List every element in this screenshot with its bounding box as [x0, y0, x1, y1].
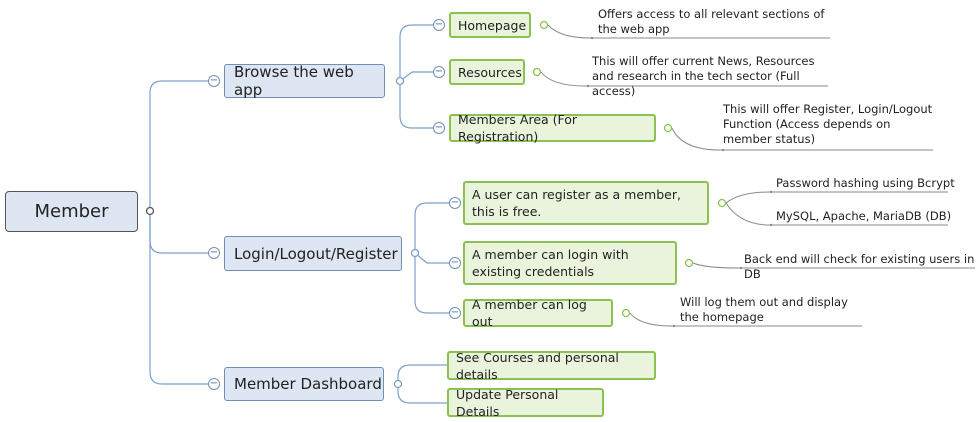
root-node-member[interactable]: Member	[5, 191, 138, 232]
child-node-login-existing[interactable]: A member can login with existing credent…	[463, 241, 677, 285]
note-dot	[721, 148, 725, 152]
branch-node-dashboard[interactable]: Member Dashboard	[224, 367, 384, 401]
note-dot	[590, 36, 594, 40]
edge-login-existing	[414, 252, 449, 264]
root-label: Member	[34, 201, 109, 222]
child-node-resources[interactable]: Resources	[449, 59, 525, 85]
branch-label: Browse the web app	[234, 63, 354, 99]
child-label: A member can log out	[472, 297, 587, 329]
edge-root-login	[149, 211, 208, 254]
child-node-update-details[interactable]: Update Personal Details	[447, 386, 604, 419]
child-label: Update Personal Details	[456, 386, 559, 419]
note-line-homepage	[547, 24, 830, 39]
child-node-courses[interactable]: See Courses and personal details	[447, 349, 656, 382]
note-resources: This will offer current News, Resources …	[592, 54, 815, 98]
branch-node-login[interactable]: Login/Logout/Register	[224, 236, 402, 271]
child-node-logout[interactable]: A member can log out	[463, 297, 613, 329]
collapse-toggle-members-area[interactable]: −	[433, 122, 445, 134]
note-line-members	[671, 127, 933, 151]
branch-connector-dot	[395, 76, 405, 86]
branch-connector-dot	[393, 379, 403, 389]
note-dot	[672, 324, 676, 328]
note-backend: Back end will check for existing users i…	[744, 252, 975, 281]
child-node-members-area[interactable]: Members Area (For Registration)	[449, 112, 656, 144]
note-dot	[586, 84, 590, 88]
note-homepage: Offers access to all relevant sections o…	[598, 7, 825, 36]
note-logout: Will log them out and display the homepa…	[680, 295, 848, 324]
branch-node-browse[interactable]: Browse the web app	[224, 63, 385, 99]
child-node-homepage[interactable]: Homepage	[449, 12, 531, 38]
collapse-toggle-login-existing[interactable]: −	[449, 257, 461, 269]
child-label: Homepage	[458, 17, 527, 33]
note-bcrypt: Password hashing using Bcrypt	[776, 176, 955, 190]
edge-root-dashboard	[149, 211, 208, 385]
child-label: Members Area (For Registration)	[458, 112, 578, 144]
note-line-logout	[629, 312, 862, 327]
note-line-bcrypt	[725, 191, 948, 204]
branch-connector-dot	[410, 248, 420, 258]
note-line-resources	[540, 71, 828, 87]
child-connector-dot	[663, 123, 673, 133]
collapse-toggle-resources[interactable]: −	[433, 66, 445, 78]
note-line-backend	[692, 262, 975, 269]
child-connector-dot	[717, 198, 727, 208]
collapse-toggle-login[interactable]: −	[208, 247, 220, 259]
root-connector-dot	[145, 206, 155, 216]
note-dot	[769, 223, 773, 227]
edge-dashboard-update	[397, 384, 447, 404]
child-connector-dot	[532, 67, 542, 77]
collapse-toggle-browse[interactable]: −	[208, 75, 220, 87]
edge-browse-members	[399, 81, 433, 129]
child-label: A member can login with existing credent…	[472, 247, 629, 279]
collapse-toggle-register[interactable]: −	[449, 197, 461, 209]
child-connector-dot	[621, 308, 631, 318]
collapse-toggle-dashboard[interactable]: −	[208, 378, 220, 390]
collapse-toggle-homepage[interactable]: −	[433, 19, 445, 31]
collapse-toggle-logout[interactable]: −	[449, 307, 461, 319]
edge-browse-resources	[399, 71, 433, 82]
child-node-register[interactable]: A user can register as a member, this is…	[463, 181, 709, 225]
child-connector-dot	[539, 20, 549, 30]
branch-label: Login/Logout/Register	[234, 244, 398, 263]
edge-dashboard-courses	[397, 364, 447, 384]
note-dot	[769, 190, 773, 194]
note-dot	[739, 266, 743, 270]
edge-login-logout	[414, 253, 449, 314]
child-label: See Courses and personal details	[456, 349, 619, 382]
branch-label: Member Dashboard	[234, 375, 382, 393]
child-label: A user can register as a member, this is…	[472, 187, 681, 219]
child-connector-dot	[684, 258, 694, 268]
child-label: Resources	[458, 64, 522, 80]
edge-login-register	[414, 202, 449, 253]
note-mysql: MySQL, Apache, MariaDB (DB)	[776, 209, 952, 223]
edge-browse-homepage	[399, 24, 433, 81]
edge-root-browse	[149, 80, 208, 211]
note-members-area: This will offer Register, Login/Logout F…	[723, 102, 933, 146]
